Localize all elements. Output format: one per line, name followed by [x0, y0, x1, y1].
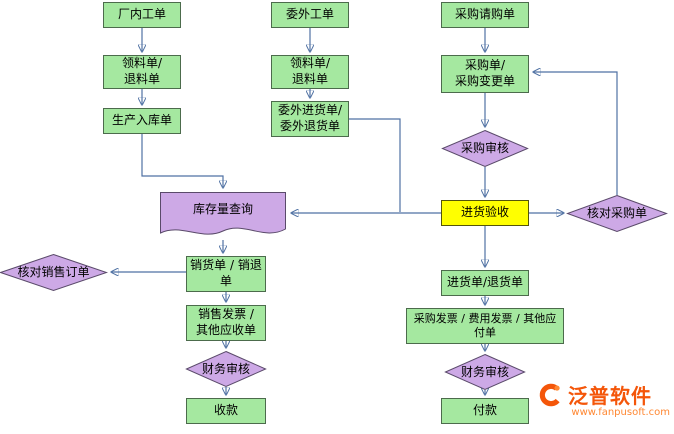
decision-check-purchase: 核对采购单: [567, 195, 667, 232]
node-outsource-work-order: 委外工单: [271, 2, 349, 28]
decision-check-sales: 核对销售订单: [0, 254, 107, 291]
fanpu-logo-icon: [539, 383, 563, 406]
node-inventory-query: 库存量查询: [160, 192, 286, 242]
diamond-shape: [0, 254, 107, 291]
decision-label: 核对销售订单: [17, 265, 90, 280]
node-outsource-receipt: 委外进货单/ 委外退货单: [271, 101, 349, 137]
node-goods-inspection: 进货验收: [441, 200, 529, 226]
decision-purchase-audit: 采购审核: [442, 130, 528, 167]
diamond-shape: [186, 351, 266, 387]
edge-outsourcereceipt-junction: [349, 118, 401, 212]
node-purchase-order: 采购单/ 采购变更单: [441, 55, 529, 93]
node-production-warehouse: 生产入库单: [103, 108, 181, 134]
watermark-brand: 泛普软件: [568, 384, 652, 408]
decision-finance-audit-purchase: 财务审核: [445, 354, 525, 390]
watermark-url: www.fanpusoft.com: [571, 407, 670, 418]
diamond-shape: [567, 195, 667, 232]
decision-finance-audit-sales: 财务审核: [186, 351, 266, 387]
node-sales-order: 销货单 / 销退 单: [186, 256, 266, 292]
diamond-shape: [445, 354, 525, 390]
node-outsource-material: 领料单/ 退料单: [271, 55, 349, 89]
decision-label: 财务审核: [201, 361, 250, 376]
edge-checkpurchase-to-order: [534, 72, 618, 195]
node-receive-payment: 收款: [186, 398, 266, 424]
node-purchase-invoice: 采购发票 / 费用发票 / 其他应 付单: [406, 308, 564, 344]
decision-label: 核对采购单: [586, 206, 647, 221]
node-goods-receipt-return: 进货单/退货单: [441, 270, 529, 296]
node-payment: 付款: [441, 398, 529, 424]
node-sales-invoice: 销售发票 / 其他应收单: [186, 305, 266, 341]
edge-warehouse-to-inventory: [141, 134, 223, 187]
node-purchase-request: 采购请购单: [441, 2, 529, 28]
watermark: 泛普软件 www.fanpusoft.com: [538, 380, 672, 426]
decision-label: 采购审核: [460, 141, 509, 156]
node-factory-work-order: 厂内工单: [103, 2, 181, 28]
watermark-row: 泛普软件: [538, 380, 672, 409]
document-label: 库存量查询: [192, 202, 253, 216]
node-factory-material: 领料单/ 退料单: [103, 55, 181, 89]
diamond-shape: [442, 130, 528, 167]
decision-label: 财务审核: [460, 364, 509, 379]
document-shape: [160, 192, 286, 235]
